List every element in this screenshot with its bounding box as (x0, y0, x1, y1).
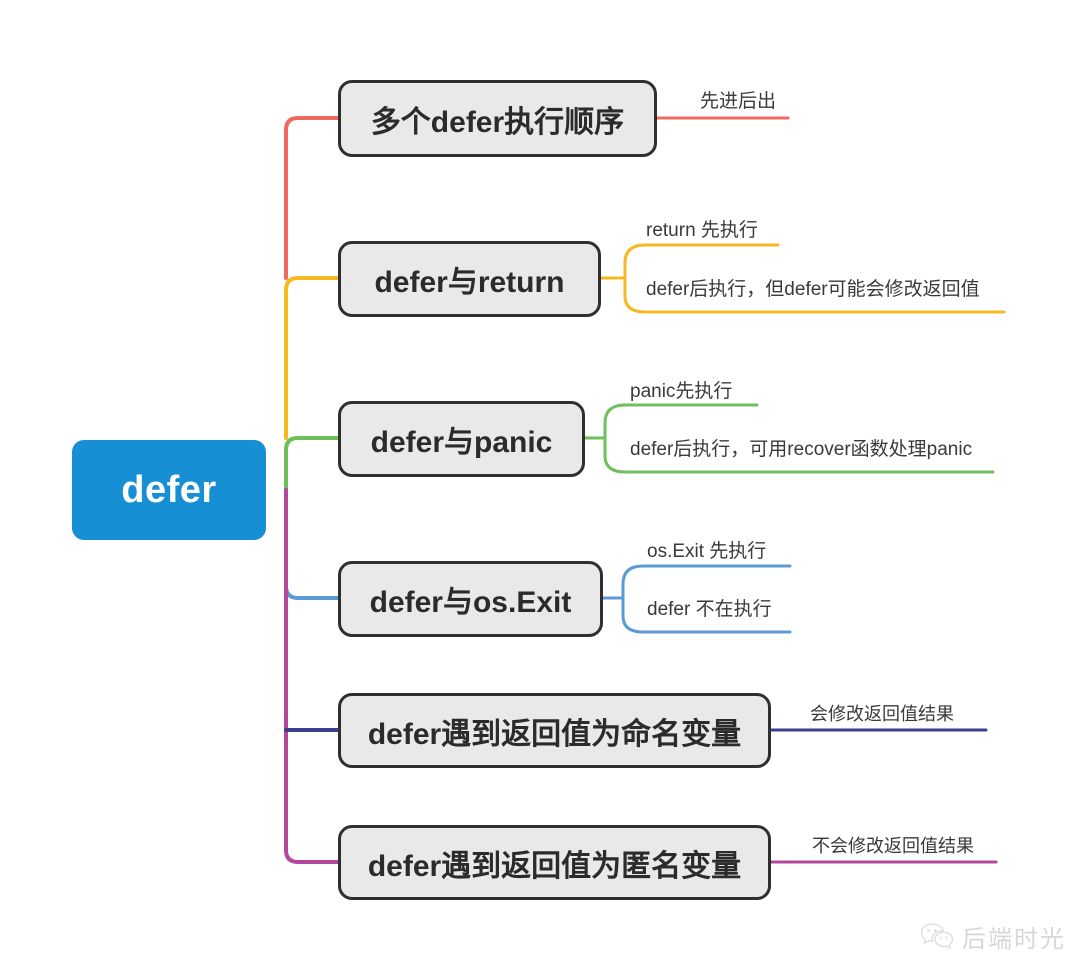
topic-node-5-label: defer遇到返回值为命名变量 (367, 717, 742, 751)
topic-node-3-label: defer与panic (370, 426, 553, 459)
leaf-label-2-1[interactable]: return 先执行 (646, 220, 758, 241)
watermark: 后端时光 (920, 919, 1066, 954)
root-node[interactable]: defer (72, 440, 266, 540)
wechat-icon (920, 922, 954, 949)
leaf-label-3-2[interactable]: defer后执行，可用recover函数处理panic (630, 439, 973, 460)
connector-branch-4 (284, 488, 340, 600)
connector-spine-lower (284, 488, 340, 864)
topic-node-6[interactable]: defer遇到返回值为匿名变量 (338, 825, 771, 900)
watermark-text: 后端时光 (962, 926, 1066, 953)
leaf-label-6-1[interactable]: 不会修改返回值结果 (812, 836, 974, 856)
topic-node-5[interactable]: defer遇到返回值为命名变量 (338, 693, 771, 768)
connector-branch-2 (284, 276, 340, 440)
topic-node-2-label: defer与return (374, 266, 565, 299)
leaf-label-4-1[interactable]: os.Exit 先执行 (647, 541, 767, 562)
leaf-label-4-2[interactable]: defer 不在执行 (647, 599, 772, 620)
topic-node-1-label: 多个defer执行顺序 (370, 105, 625, 139)
topic-node-4[interactable]: defer与os.Exit (338, 561, 603, 637)
topic-node-1[interactable]: 多个defer执行顺序 (338, 80, 657, 157)
leaf-label-3-1[interactable]: panic先执行 (630, 381, 733, 402)
leaf-label-5-1[interactable]: 会修改返回值结果 (810, 704, 954, 724)
topic-node-2[interactable]: defer与return (338, 241, 601, 317)
connector-branch-1 (284, 116, 340, 280)
root-node-label: defer (121, 468, 217, 511)
topic-node-3[interactable]: defer与panic (338, 401, 585, 477)
topic-node-4-label: defer与os.Exit (369, 586, 572, 619)
leaf-label-2-2[interactable]: defer后执行，但defer可能会修改返回值 (646, 279, 980, 300)
topic-node-6-label: defer遇到返回值为匿名变量 (367, 849, 742, 883)
leaf-label-1-1[interactable]: 先进后出 (700, 91, 777, 112)
connector-branch-3 (284, 436, 340, 492)
